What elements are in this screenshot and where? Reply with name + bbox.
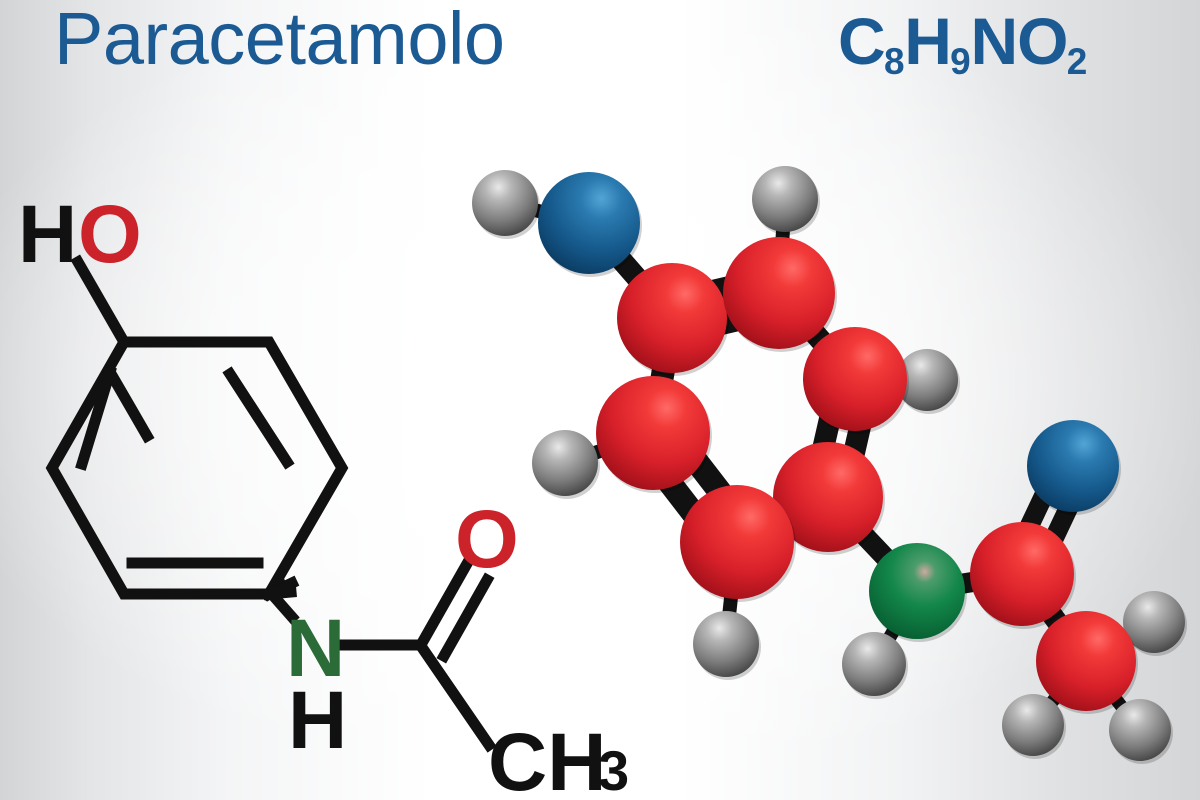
bond-ring-to-hydroxyl xyxy=(70,254,132,350)
atom-sphere-c xyxy=(723,237,835,349)
bond-carbonyl-double-a xyxy=(414,554,476,651)
formula-element-carbon: C xyxy=(838,4,886,78)
atom-sphere-c xyxy=(680,485,794,599)
skeletal-labels: H O N H O CH 3 xyxy=(18,189,629,800)
atom-sphere-o xyxy=(1027,420,1119,512)
formula-element-nitrogen: N xyxy=(970,4,1018,78)
atom-h-n-amide xyxy=(842,632,908,699)
ring-double-bond-2 xyxy=(222,366,295,470)
atom-h-m2 xyxy=(1002,694,1066,759)
skeletal-formula xyxy=(45,254,497,753)
atom-sphere-c xyxy=(773,442,883,552)
atom-n-amide xyxy=(869,543,967,642)
atom-sphere-h xyxy=(752,166,818,232)
atom-sphere-h xyxy=(1002,694,1064,756)
methyl-label: CH xyxy=(488,717,606,800)
atom-c4-ring xyxy=(773,442,885,555)
atom-c6-ring xyxy=(596,376,712,493)
atom-h-m3 xyxy=(1109,699,1173,764)
amide-hydrogen-label: H xyxy=(288,675,347,766)
atom-sphere-c xyxy=(803,327,907,431)
bond-carbonyl-to-methyl xyxy=(413,638,497,753)
atom-h-c6 xyxy=(532,430,600,499)
atom-sphere-h xyxy=(693,611,759,677)
atom-c-methyl xyxy=(1036,611,1138,714)
atom-sphere-c xyxy=(617,263,727,373)
atom-h-c3 xyxy=(896,349,960,414)
amide-nitrogen-label: N xyxy=(286,603,345,694)
formula-element-hydrogen: H xyxy=(904,4,952,78)
atom-sphere-h xyxy=(842,632,906,696)
atom-sphere-n xyxy=(869,543,965,639)
formula-sub-oxygen: 2 xyxy=(1066,40,1088,82)
atom-c-carbonyl xyxy=(970,522,1076,629)
atom-sphere-c xyxy=(970,522,1074,626)
atom-o-carbonyl xyxy=(1027,420,1121,515)
carbonyl-oxygen-label: O xyxy=(455,494,519,585)
page-title: Paracetamolo xyxy=(54,0,505,80)
ring-double-bond-1 xyxy=(75,365,117,471)
atom-sphere-o xyxy=(538,172,640,274)
molecular-formula: C8H9NO2 xyxy=(838,8,1087,80)
formula-sub-carbon: 8 xyxy=(883,40,905,82)
atom-h-hydroxyl xyxy=(472,170,540,239)
ring-double-bond-1b xyxy=(102,364,155,444)
atom-sphere-c xyxy=(596,376,710,490)
methyl-sub-label: 3 xyxy=(598,739,629,800)
atom-c3-ring xyxy=(803,327,909,434)
ball-and-stick-model xyxy=(472,166,1187,764)
bond-ring-n-main xyxy=(262,584,300,625)
atom-sphere-h xyxy=(472,170,538,236)
formula-element-oxygen: O xyxy=(1017,4,1068,78)
formula-sub-hydrogen: 9 xyxy=(950,40,971,82)
atom-h-c2 xyxy=(752,166,820,235)
hydroxyl-h-label: H xyxy=(18,189,77,280)
atom-sphere-c xyxy=(1036,611,1136,711)
atom-sphere-h xyxy=(532,430,598,496)
atom-sphere-h xyxy=(896,349,958,411)
hydroxyl-o-label: O xyxy=(78,189,142,280)
atom-c1-ring xyxy=(617,263,729,376)
atom-sphere-h xyxy=(1109,699,1171,761)
benzene-ring xyxy=(45,336,349,600)
atom-c5-ring xyxy=(680,485,796,602)
atom-h-m1 xyxy=(1123,591,1187,656)
atom-o-hydroxyl xyxy=(538,172,642,277)
atom-sphere-h xyxy=(1123,591,1185,653)
bond-carbonyl-double-b xyxy=(436,572,495,664)
atom-c2-ring xyxy=(723,237,837,352)
atom-h-c5 xyxy=(693,611,761,680)
